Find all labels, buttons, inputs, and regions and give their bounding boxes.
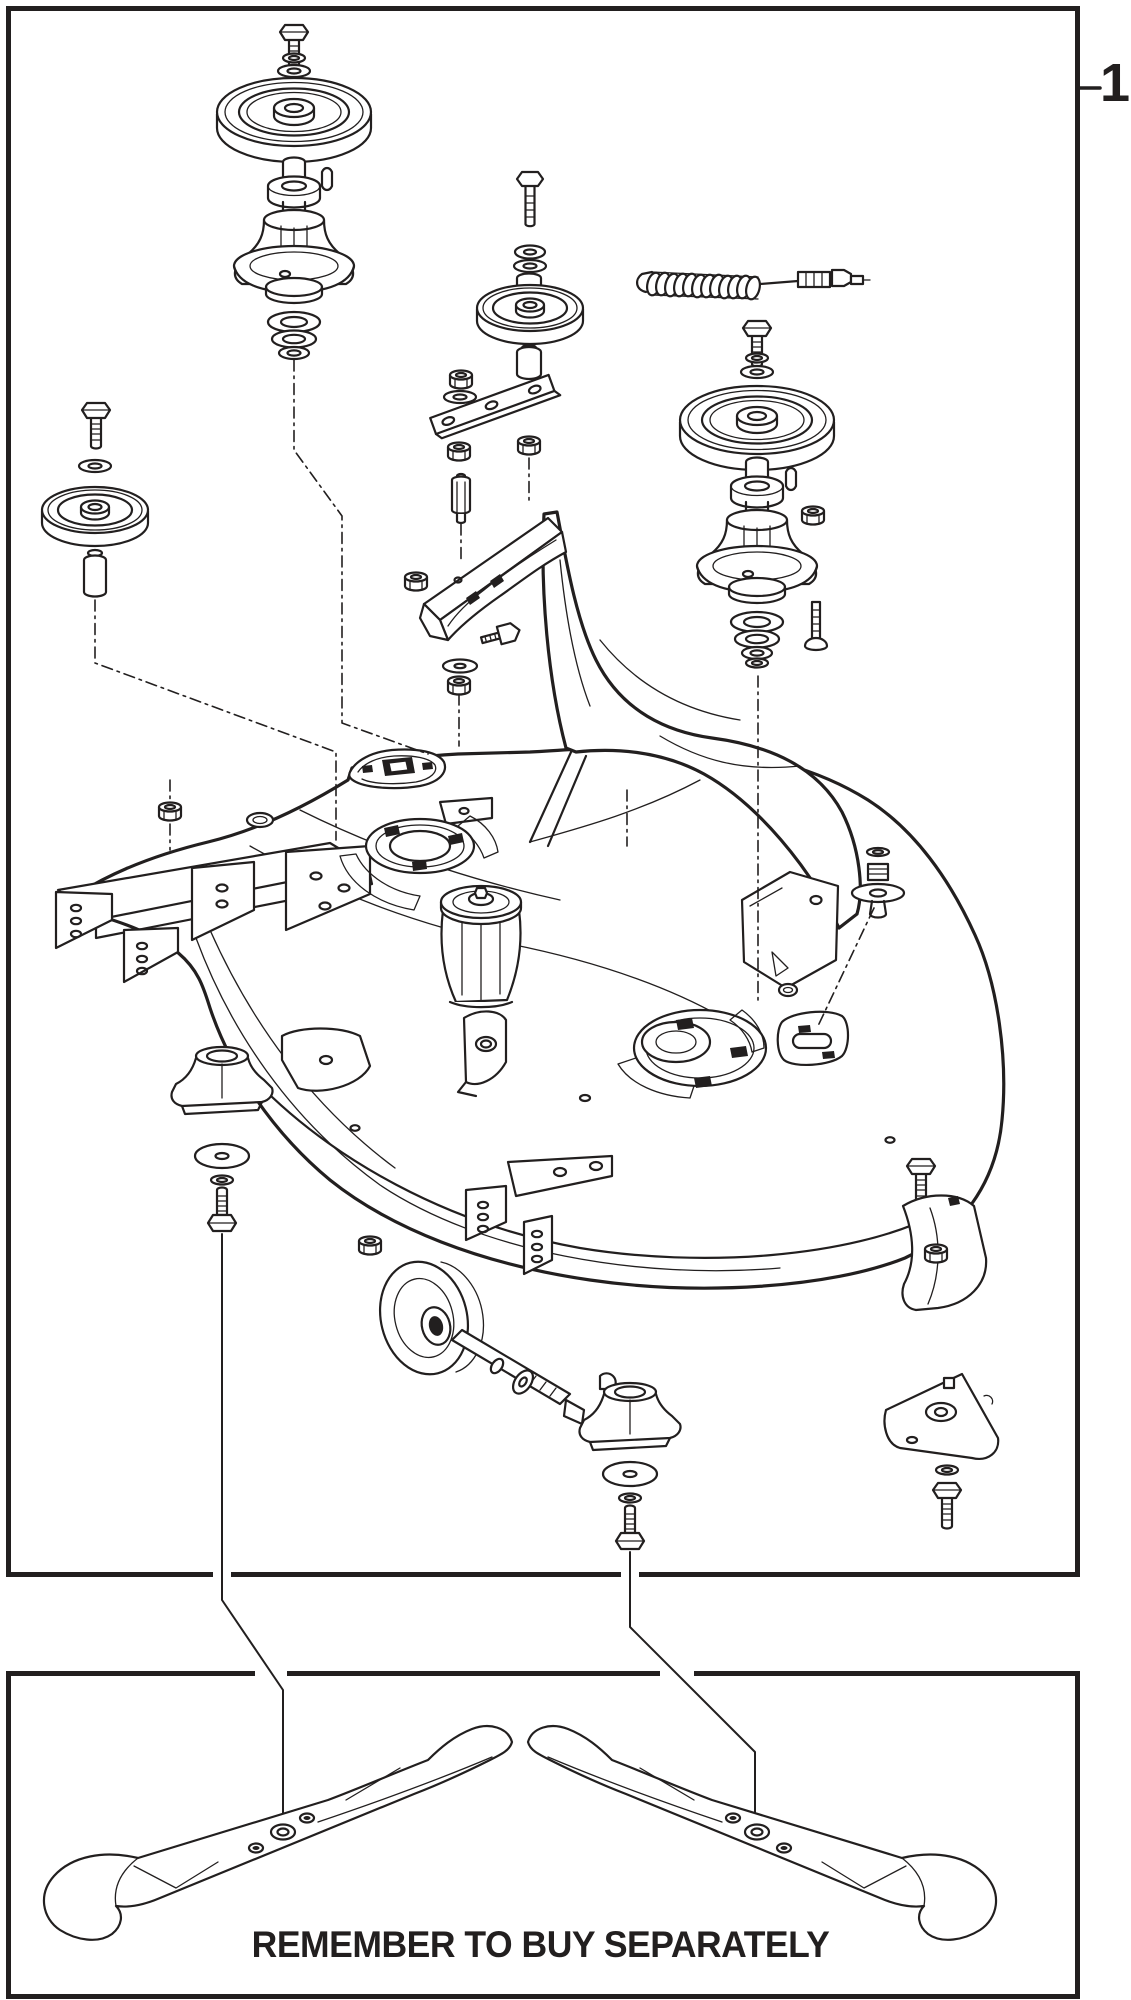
deck-shell bbox=[60, 743, 1006, 1290]
deck-mount-nut bbox=[157, 779, 183, 851]
rear-bracket-plate bbox=[740, 870, 840, 990]
left-reinforcement-plate bbox=[280, 1027, 372, 1092]
deflector-and-mulch-plate bbox=[883, 1157, 1000, 1530]
front-rail-and-hanger-brackets bbox=[54, 796, 494, 984]
rear-rail-and-brackets bbox=[464, 1154, 614, 1276]
bearing-stack bbox=[266, 310, 322, 361]
exploded-view-panel-frame bbox=[6, 6, 1080, 1577]
center-idler-assembly bbox=[429, 170, 585, 561]
right-blade-boss-ring bbox=[617, 1008, 768, 1099]
right-spindle-assembly bbox=[626, 319, 836, 1003]
spindle-pulley bbox=[215, 76, 373, 164]
callout-label-1: 1 bbox=[1100, 53, 1131, 113]
left-spindle-assembly bbox=[215, 23, 429, 755]
blades-panel-frame bbox=[6, 1671, 1080, 1999]
idler-pulley bbox=[40, 485, 150, 548]
stud bbox=[450, 472, 472, 525]
tension-spring-and-adjuster bbox=[636, 268, 871, 301]
right-blade-support-column bbox=[578, 1372, 682, 1551]
left-blade-leader-line bbox=[221, 1233, 284, 1825]
belt-keyhole-boss bbox=[776, 982, 850, 1067]
idler-arm bbox=[429, 373, 562, 440]
deck-side-bracket bbox=[456, 1010, 508, 1098]
left-idler-assembly bbox=[40, 401, 337, 841]
left-blade-boss-ring bbox=[339, 815, 499, 911]
belt-guard-bracket bbox=[403, 516, 568, 747]
hex-bolt bbox=[278, 23, 310, 72]
caster-wheel-assembly bbox=[357, 1235, 586, 1426]
left-blade-support-column bbox=[170, 1045, 274, 1233]
spindle-mandrel bbox=[232, 156, 356, 305]
bushing-leader-line bbox=[817, 907, 875, 1027]
mower-blade-right bbox=[526, 1724, 998, 1941]
center-idler-cover bbox=[439, 884, 523, 1009]
buy-separately-note: REMEMBER TO BUY SEPARATELY bbox=[251, 1924, 830, 1965]
mower-blade-left bbox=[42, 1724, 514, 1941]
deck-mount-boss bbox=[348, 748, 447, 790]
right-blade-leader-line bbox=[629, 1551, 756, 1823]
bushing-with-flange bbox=[850, 846, 906, 919]
carriage-bolt bbox=[803, 600, 829, 652]
